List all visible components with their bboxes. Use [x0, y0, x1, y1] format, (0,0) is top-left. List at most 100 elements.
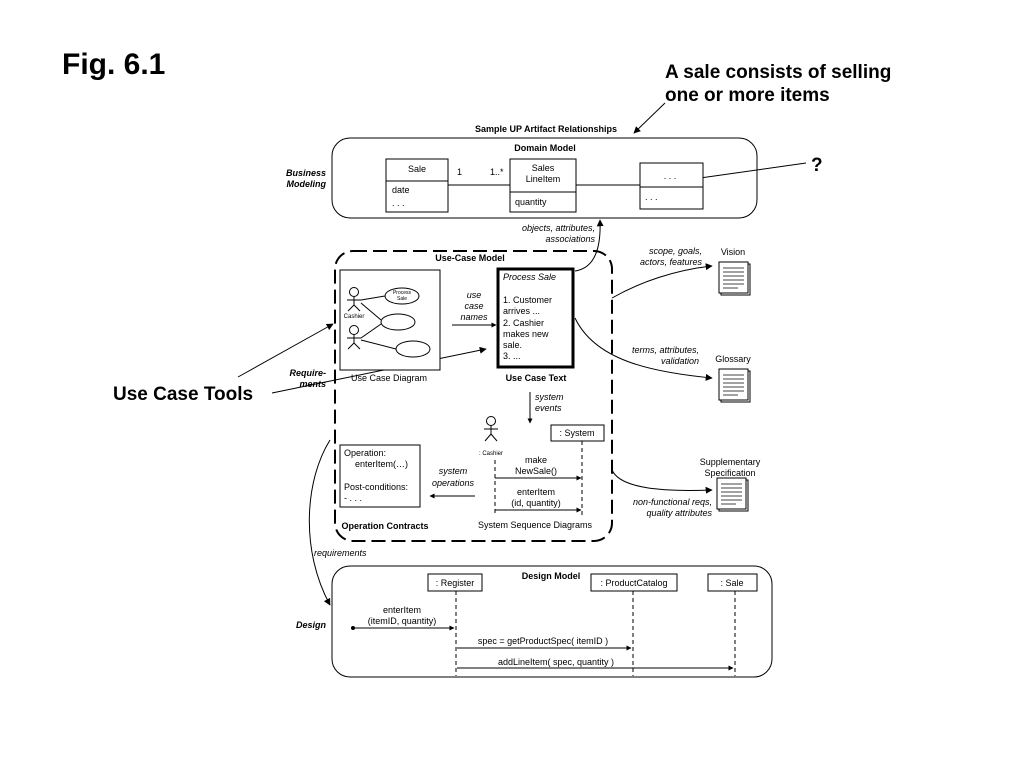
use-case-oval-2 — [380, 313, 416, 331]
objects-arrow — [574, 219, 604, 272]
annotation-use-case-tools: Use Case Tools — [113, 384, 253, 405]
use-case-text-line4: makes new — [503, 329, 549, 339]
supplementary-arrow-line1: non-functional reqs, — [633, 497, 712, 507]
vision-arrow-line2: actors, features — [640, 257, 703, 267]
ssd-msg2-line2: (id, quantity) — [511, 498, 561, 508]
glossary-arrow — [574, 317, 713, 381]
use-case-model-panel — [334, 250, 613, 542]
sale-object-label: : Sale — [720, 578, 743, 588]
contract-line5: - . . . — [344, 493, 362, 503]
discipline-business-line2: Modeling — [287, 179, 327, 189]
ssd-cashier-label: : Cashier — [479, 451, 503, 457]
lineitem-class-name-line2: LineItem — [526, 174, 561, 184]
discipline-business-line1: Business — [286, 168, 326, 178]
vision-label: Vision — [721, 247, 745, 257]
supplementary-arrow-line2: quality attributes — [646, 508, 712, 518]
cashier-actor-icon — [347, 287, 361, 312]
catalog-object-box — [590, 573, 678, 592]
domain-model-panel — [331, 137, 758, 219]
cashier-actor-label: Cashier — [344, 314, 365, 320]
contract-line2: enterItem(…) — [355, 459, 408, 469]
register-object-label: : Register — [436, 578, 475, 588]
use-case-tools-arrow-text — [271, 346, 487, 394]
ssd-caption: System Sequence Diagrams — [478, 520, 593, 530]
use-case-diagram-caption: Use Case Diagram — [351, 373, 427, 383]
supplementary-document-icon — [716, 477, 749, 512]
multiplicity-left: 1 — [457, 167, 462, 177]
diagram-title: Sample UP Artifact Relationships — [475, 124, 617, 134]
discipline-design: Design — [296, 620, 327, 630]
annotation-question-arrow — [685, 162, 807, 183]
system-operations-line1: system — [439, 466, 468, 476]
objects-label-line2: associations — [545, 234, 595, 244]
supplementary-label-line1: Supplementary — [700, 457, 761, 467]
ssd-system-label: : System — [559, 428, 594, 438]
ssd-msg1-line2: NewSale() — [515, 466, 557, 476]
annotation-sale-line1: A sale consists of selling — [665, 62, 891, 83]
vision-arrow-line1: scope, goals, — [649, 246, 702, 256]
sale-attr-date: date — [392, 185, 410, 195]
requirements-arrow — [308, 439, 331, 606]
lineitem-attr-quantity: quantity — [515, 197, 547, 207]
operation-contracts-caption: Operation Contracts — [341, 521, 428, 531]
second-actor-icon — [347, 325, 361, 350]
design-msg3-label: addLineItem( spec, quantity ) — [498, 657, 614, 667]
design-msg2-label: spec = getProductSpec( itemID ) — [478, 636, 608, 646]
annotation-sale-arrow — [633, 102, 666, 134]
multiplicity-right: 1..* — [490, 167, 504, 177]
use-case-text-title: Process Sale — [503, 272, 556, 282]
supplementary-label-line2: Specification — [704, 468, 755, 478]
use-case-model-title: Use-Case Model — [435, 253, 505, 263]
assoc-line-2 — [360, 302, 382, 321]
ssd-msg1-line1: make — [525, 455, 547, 465]
catalog-object-label: : ProductCatalog — [600, 578, 667, 588]
sale-object-box — [707, 573, 758, 592]
design-model-panel — [331, 565, 773, 678]
use-case-text-line1: 1. Customer — [503, 295, 552, 305]
glossary-label: Glossary — [715, 354, 751, 364]
other-class-box — [639, 162, 704, 210]
annotation-question: ? — [811, 155, 823, 176]
use-case-names-line1: use — [467, 290, 482, 300]
assoc-line-3 — [360, 323, 382, 339]
use-case-text-line6: 3. ... — [503, 351, 521, 361]
use-case-names-line2: case — [464, 301, 483, 311]
assoc-line-1 — [360, 295, 386, 301]
design-msg1-line1: enterItem — [383, 605, 421, 615]
figure-title: Fig. 6.1 — [62, 48, 165, 81]
register-object-box — [427, 573, 483, 592]
use-case-names-line3: names — [460, 312, 488, 322]
use-case-diagram-box — [339, 269, 441, 371]
use-case-text-line2: arrives ... — [503, 306, 540, 316]
discipline-requirements-line2: ments — [299, 379, 326, 389]
use-case-text-caption: Use Case Text — [506, 373, 567, 383]
use-case-text-line3: 2. Cashier — [503, 318, 544, 328]
vision-arrow — [611, 263, 713, 299]
sale-attr-more: . . . — [392, 198, 405, 208]
process-sale-oval-line1: Process — [393, 290, 412, 296]
system-events-line2: events — [535, 403, 562, 413]
use-case-text-box — [496, 267, 575, 369]
system-operations-line2: operations — [432, 478, 475, 488]
ssd-cashier-actor-icon — [484, 416, 498, 442]
process-sale-oval-line2: Sale — [397, 296, 407, 302]
lineitem-class-name-line1: Sales — [532, 163, 555, 173]
discipline-requirements-line1: Require- — [289, 368, 326, 378]
other-class-attr: . . . — [645, 192, 658, 202]
operation-contract-box — [339, 444, 421, 508]
ssd-msg2-line1: enterItem — [517, 487, 555, 497]
glossary-arrow-line1: terms, attributes, — [632, 345, 699, 355]
objects-label-line1: objects, attributes, — [522, 223, 595, 233]
contract-line4: Post-conditions: — [344, 482, 408, 492]
requirements-label: requirements — [314, 548, 367, 558]
use-case-text-line5: sale. — [503, 340, 522, 350]
ssd-system-box — [550, 424, 605, 442]
vision-document-icon — [718, 261, 751, 296]
glossary-arrow-line2: validation — [661, 356, 699, 366]
lineitem-class-box — [509, 158, 577, 213]
system-events-line1: system — [535, 392, 564, 402]
contract-line1: Operation: — [344, 448, 386, 458]
use-case-tools-arrow-diagram — [237, 323, 334, 378]
